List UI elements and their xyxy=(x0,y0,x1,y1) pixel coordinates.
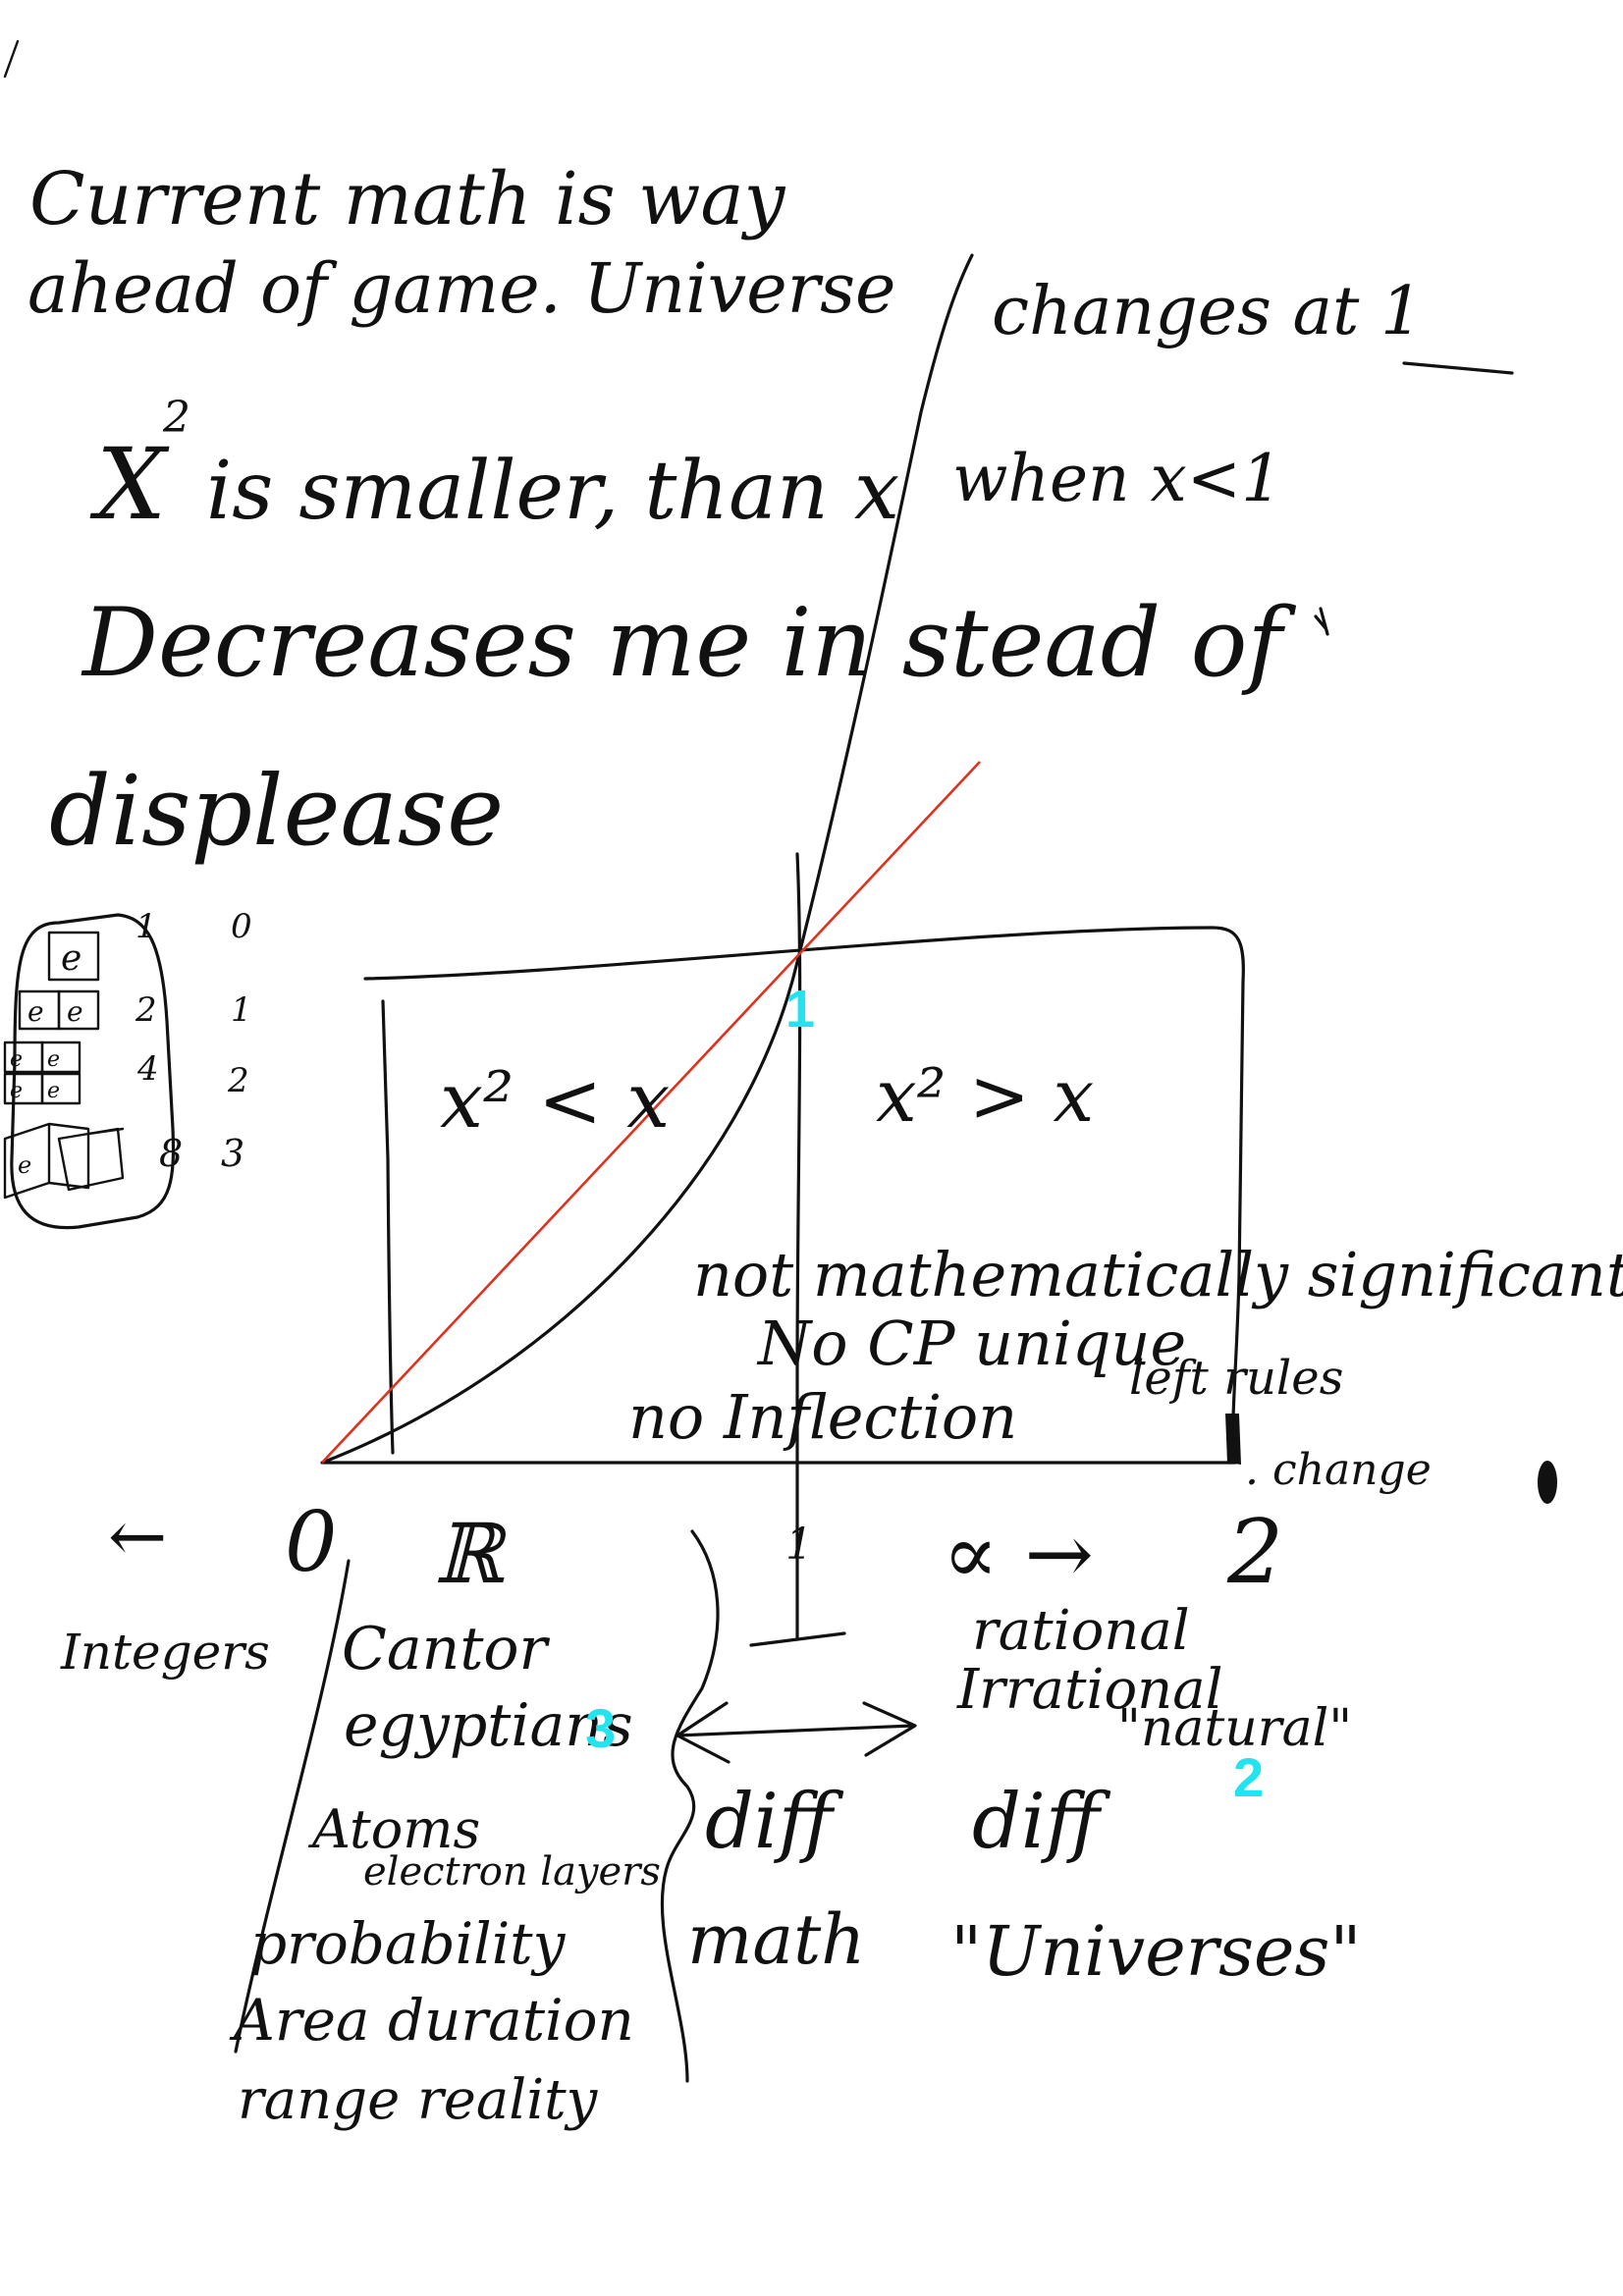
axis-reals: ℝ xyxy=(434,1506,508,1602)
label-math: math xyxy=(687,1899,865,1980)
graph-note-2: No CP unique xyxy=(756,1308,1186,1379)
right-region-label: x² > x xyxy=(876,1054,1094,1139)
label-atoms: Atoms xyxy=(307,1798,480,1860)
label-cantor: Cantor xyxy=(342,1615,551,1683)
graph-note-5: . change xyxy=(1245,1445,1432,1495)
axis-left-arrow: ← xyxy=(108,1495,167,1577)
label-rational: rational xyxy=(972,1599,1190,1663)
table-row-1-a: 1 xyxy=(135,907,157,946)
table-row-2-b: 1 xyxy=(231,990,252,1030)
y-equals-x-line xyxy=(321,761,981,1464)
note-line-3-superscript: 2 xyxy=(162,393,190,443)
axis-two: 2 xyxy=(1226,1501,1283,1604)
block-4b-label: e xyxy=(47,1047,60,1072)
vertical-line-at-1 xyxy=(795,852,802,1639)
block-4a-label: e xyxy=(10,1047,23,1072)
label-diff-b: diff xyxy=(972,1778,1111,1866)
note-line-4: Decreases me in stead of xyxy=(81,588,1296,698)
block-4c-label: e xyxy=(10,1079,23,1103)
graph-note-1: not mathematically significant xyxy=(693,1239,1623,1310)
left-region-label: x² < x xyxy=(440,1057,670,1146)
underline-at-1 xyxy=(1402,361,1514,375)
label-integers: Integers xyxy=(60,1624,270,1681)
block-2b-label: e xyxy=(67,995,83,1028)
double-arrow-shaft xyxy=(676,1724,915,1737)
graph-note-3: no Inflection xyxy=(628,1381,1017,1453)
graph-note-4: left rules xyxy=(1129,1351,1343,1406)
block-4d-label: e xyxy=(47,1079,60,1103)
powers-of-two-blocks: e e e e e e e e xyxy=(3,913,176,1230)
table-row-2-a: 2 xyxy=(135,990,157,1030)
note-line-2a: ahead of game. Universe xyxy=(27,248,895,329)
label-area-duration: Area duration xyxy=(229,1987,634,2054)
label-natural: "natural" xyxy=(1117,1699,1352,1758)
graph-corner-blot xyxy=(1225,1414,1241,1465)
label-irrational: Irrational xyxy=(956,1658,1223,1722)
marker-3: 3 xyxy=(585,1697,616,1759)
block-2b xyxy=(57,989,100,1031)
table-row-3-b: 2 xyxy=(227,1061,249,1100)
note-line-2b: changes at 1 xyxy=(992,273,1423,350)
graph: x² < x x² > x not mathematically signifi… xyxy=(321,761,1623,1647)
block-8-cube xyxy=(3,1122,125,1200)
label-egyptians: egyptians xyxy=(344,1691,633,1760)
table-row-3-a: 4 xyxy=(136,1049,159,1089)
note-line-5: displease xyxy=(49,756,504,868)
block-2a-label: e xyxy=(27,995,44,1028)
note-line-3-b: is smaller, than x xyxy=(206,445,899,538)
graph-box-top-right xyxy=(363,926,1245,1465)
stray-mark xyxy=(1314,607,1329,636)
block-1-label: e xyxy=(61,938,81,979)
x-squared-curve xyxy=(320,253,974,1465)
block-4d xyxy=(40,1072,81,1105)
graph-box-left xyxy=(381,999,395,1455)
corner-stroke xyxy=(3,39,20,79)
blocks-outline xyxy=(10,913,176,1230)
axis-zero: 0 xyxy=(285,1494,337,1590)
ink-blot xyxy=(1538,1461,1557,1504)
label-electron-layers: electron layers xyxy=(363,1849,661,1895)
label-range-reality: range reality xyxy=(238,2068,599,2132)
axis-infinity-arrow: ∝ → xyxy=(943,1506,1094,1602)
label-universes: "Universes" xyxy=(950,1911,1362,1992)
table-row-1-b: 0 xyxy=(231,907,252,946)
block-8-label: e xyxy=(18,1151,31,1179)
middle-bracket-line xyxy=(660,1529,720,2083)
note-line-1: Current math is way xyxy=(29,157,786,241)
left-bracket-line xyxy=(234,1559,351,2054)
label-diff-a: diff xyxy=(705,1778,844,1866)
double-arrow-left-head xyxy=(676,1701,730,1764)
double-arrow-right-head xyxy=(862,1701,917,1757)
marker-2: 2 xyxy=(1233,1746,1264,1808)
label-probability: probability xyxy=(250,1910,567,1977)
note-line-3-c: when x<1 xyxy=(952,441,1282,516)
table-row-4-b: 3 xyxy=(221,1132,244,1175)
marker-1: 1 xyxy=(785,980,815,1039)
axis-one: 1 xyxy=(785,1520,813,1570)
block-1 xyxy=(47,931,100,982)
vertical-line-foot xyxy=(749,1631,846,1647)
table-row-4-a: 8 xyxy=(159,1132,183,1175)
block-4b xyxy=(40,1041,81,1074)
note-line-3-x: X xyxy=(89,427,170,542)
